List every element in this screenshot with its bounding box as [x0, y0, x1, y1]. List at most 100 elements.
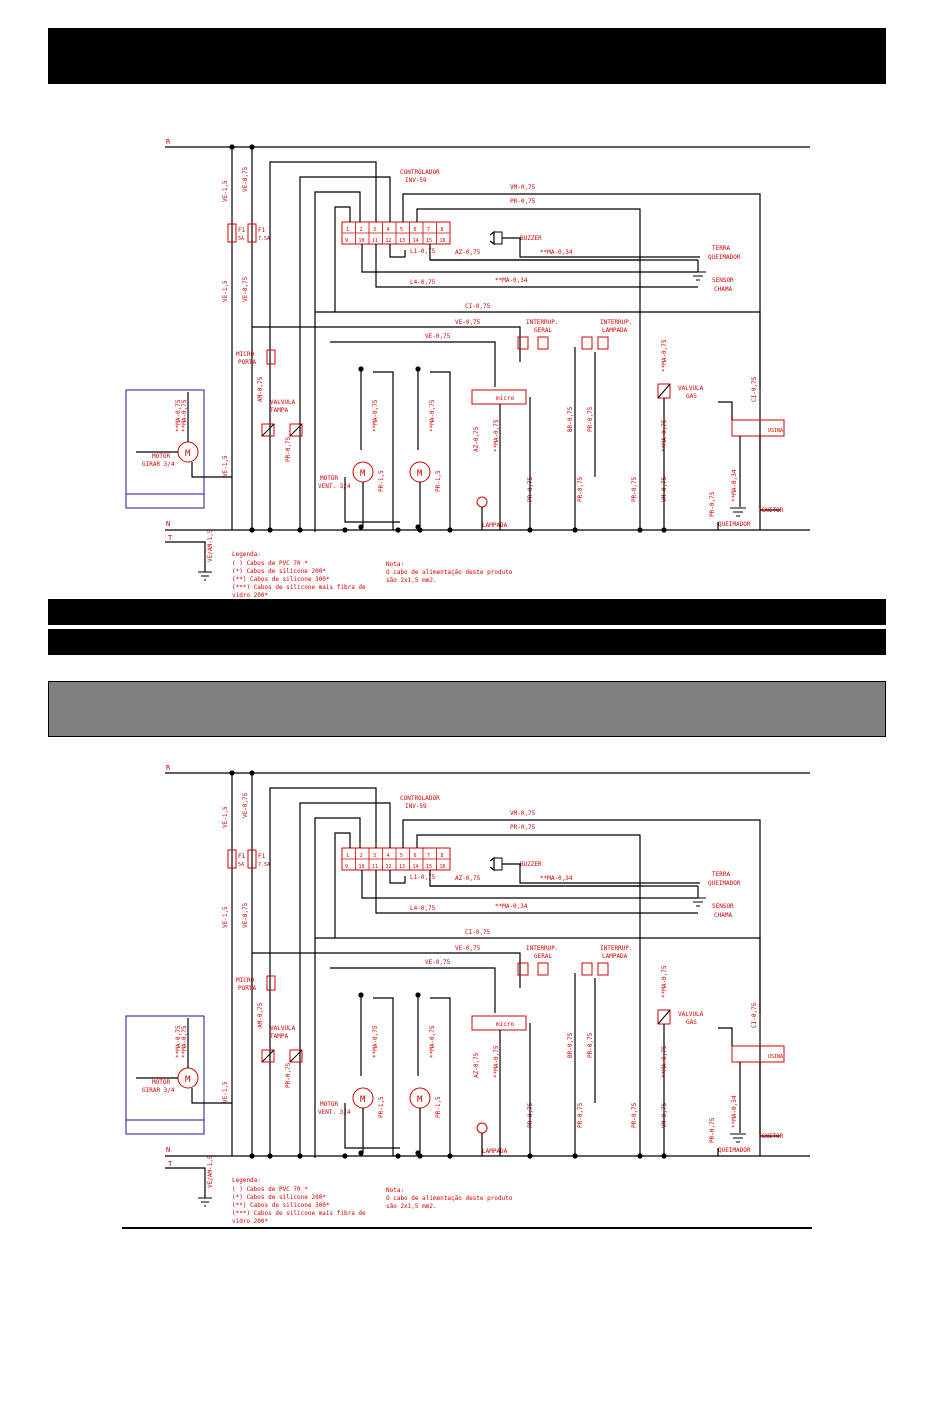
- wire-label: CI-0,75: [465, 929, 491, 936]
- sensor-label: SENSOR: [712, 903, 734, 910]
- wire-label: AZ-0,75: [473, 1052, 480, 1078]
- wire: [718, 401, 733, 420]
- wire-label: **MA-0,75: [181, 1025, 188, 1058]
- fuse-label: F1: [258, 227, 266, 234]
- wire-label: **MA-0,34: [540, 249, 573, 256]
- junction-dot: [572, 1153, 578, 1159]
- wire-label: VE-1,5: [222, 906, 229, 928]
- wire-label: L4-0,75: [410, 905, 436, 912]
- wire: [502, 863, 700, 884]
- wire-label: **MA-0,75: [429, 1025, 436, 1058]
- wire: [191, 462, 232, 478]
- junction-dot: [358, 524, 364, 530]
- micro-porta-label: PORTA: [238, 359, 256, 366]
- wire-label: AZ-0,75: [455, 249, 481, 256]
- junction-dot: [572, 527, 578, 533]
- wire: [657, 383, 671, 399]
- rail-label: R: [166, 138, 171, 146]
- wire: [502, 237, 700, 258]
- junction-dot: [417, 527, 423, 533]
- solenoid-valve-icon: [289, 1049, 303, 1063]
- wire-label: AZ-0,75: [473, 426, 480, 452]
- micro-switch-block: [471, 389, 527, 405]
- junction-dot: [527, 527, 533, 533]
- terminal-label: 9: [345, 238, 348, 244]
- junction-dot: [358, 366, 364, 372]
- legend-line: vidro 200*: [232, 592, 269, 599]
- ignitor-module: [731, 419, 785, 437]
- buzzer-label: BUZZER: [520, 235, 542, 242]
- switch-icon: [597, 336, 609, 350]
- wire-label: PR-0,75: [631, 1102, 638, 1128]
- wire: [269, 787, 377, 1158]
- terminal-label: 15: [426, 864, 432, 870]
- rail-label: T: [168, 1160, 173, 1168]
- legend-line: (**) Cabos de silicone 300*: [232, 1202, 330, 1209]
- note-line: são 2x1,5 mm2.: [386, 1203, 437, 1210]
- switch-icon: [537, 336, 549, 350]
- wire-label: **MA-0,75: [661, 965, 668, 998]
- junction-dot: [527, 1153, 533, 1159]
- wire-label: PR-0,75: [510, 824, 536, 831]
- terminal-label: 7: [427, 853, 430, 859]
- fuse-label: F1: [238, 227, 246, 234]
- terminal-label: 13: [399, 864, 405, 870]
- note-line: O cabo de alimentação deste produto: [386, 569, 513, 576]
- ground-icon: [198, 1197, 212, 1207]
- rail-label: T: [168, 534, 173, 542]
- switch-icon: [581, 962, 593, 976]
- buzzer-icon: [493, 231, 503, 245]
- valve-label: GAS: [686, 393, 697, 400]
- wire-label: PR-0,75: [285, 436, 292, 462]
- fuse-label: 7.5A: [258, 862, 270, 868]
- wire-label: VE-0,75: [242, 166, 249, 192]
- note-title: Nota:: [386, 1187, 404, 1194]
- wire-label: PR-0,75: [587, 406, 594, 432]
- wire: [269, 161, 377, 532]
- lamp-label: LAMPADA: [482, 522, 508, 529]
- motor-label: VENT. 3/4: [318, 483, 351, 490]
- wire-label: AM-0,75: [257, 376, 264, 402]
- terminal-label: 9: [345, 864, 348, 870]
- wire-label: VE/AM-1,5: [207, 1155, 214, 1188]
- wire-label: PR-1,5: [378, 470, 385, 492]
- valve-label: TAMPA: [270, 407, 288, 414]
- wire-label: VE-0,75: [455, 945, 481, 952]
- legend-line: (***) Cabos de silicone mais fibra de: [232, 1210, 366, 1217]
- wire-label: VE-0,75: [242, 276, 249, 302]
- terra-label: QUEIMADOR: [708, 254, 741, 261]
- legend-line: (*) Cabos de silicone 200*: [232, 1194, 326, 1201]
- wire-label: **MA-0,75: [661, 419, 668, 452]
- valve-label: VALVULA: [678, 385, 704, 392]
- wire-label: BR-0,75: [567, 1032, 574, 1058]
- burner-label: QUEIMADOR: [718, 1147, 751, 1154]
- wire-label: VE-1,5: [222, 280, 229, 302]
- wire: [261, 1049, 275, 1063]
- wire-label: **MA-0,75: [181, 399, 188, 432]
- junction-dot: [637, 527, 643, 533]
- switch-icon: [581, 336, 593, 350]
- wire: [289, 1049, 303, 1063]
- ignitor-label: IGNITOR: [758, 1133, 784, 1140]
- valve-label: TAMPA: [270, 1033, 288, 1040]
- terminal-label: 10: [359, 238, 365, 244]
- controller-title: CONTROLADOR: [400, 169, 440, 176]
- controller-model: INV-59: [405, 803, 427, 810]
- wire-label: **MA-0,34: [731, 469, 738, 502]
- switch-label: GERAL: [534, 327, 552, 334]
- micro-porta-label: MICRO: [236, 977, 254, 984]
- fuse-label: F1: [258, 853, 266, 860]
- switch-label: INTERRUP.: [600, 319, 633, 326]
- junction-dot: [249, 527, 255, 533]
- lamp-label: LAMPADA: [482, 1148, 508, 1155]
- valve-label: GAS: [686, 1019, 697, 1026]
- legend-title: Legenda:: [232, 1177, 261, 1184]
- solenoid-valve-icon: [261, 423, 275, 437]
- solenoid-valve-icon: [261, 1049, 275, 1063]
- terminal-label: 6: [414, 853, 417, 859]
- wire: [402, 193, 761, 387]
- terminal-label: 6: [414, 227, 417, 233]
- junction-dot: [342, 527, 348, 533]
- wire: [389, 244, 406, 258]
